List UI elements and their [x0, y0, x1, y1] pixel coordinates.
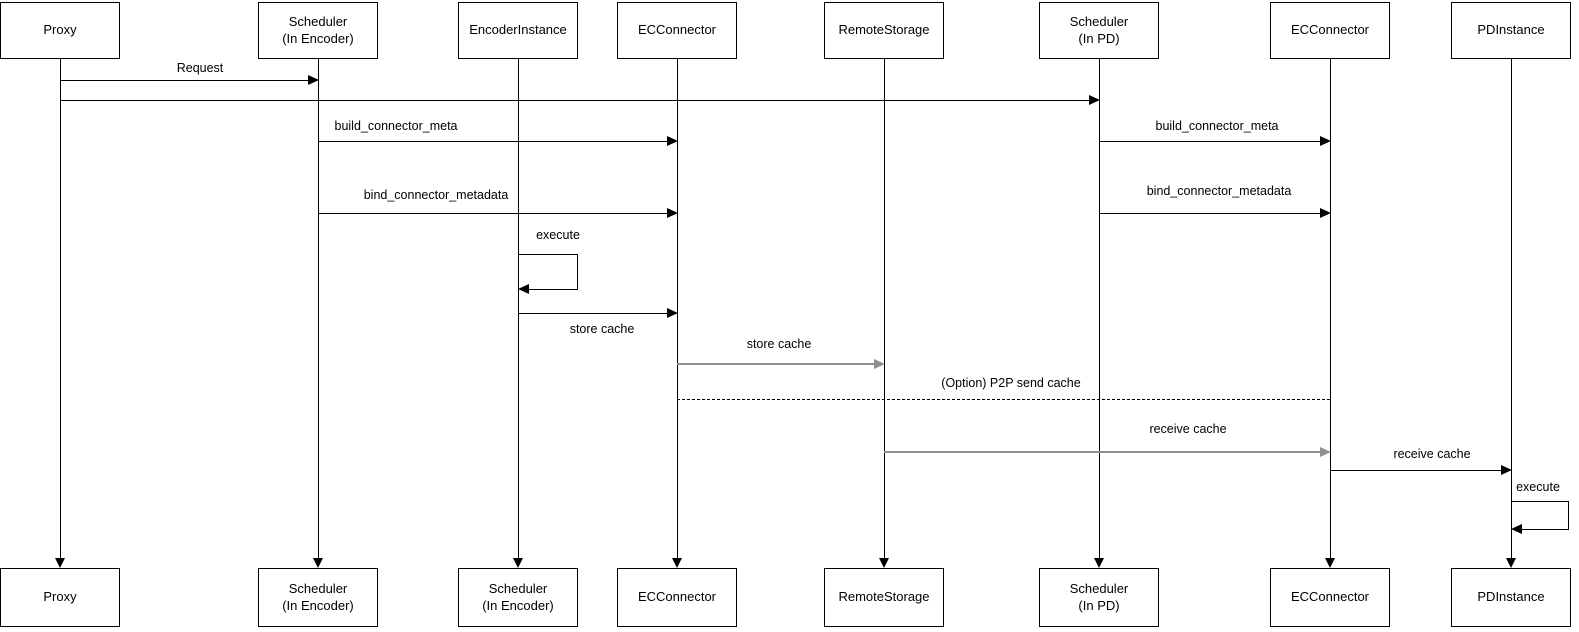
participant-bottom-ec-connector: ECConnector — [617, 568, 737, 627]
participant-top-proxy: Proxy — [0, 2, 120, 59]
participant-top-remote-storage: RemoteStorage — [824, 2, 944, 59]
message-label-request: Request — [176, 61, 224, 75]
message-line-receive-cache-2 — [1330, 470, 1501, 471]
message-line-request — [60, 80, 308, 81]
message-label-execute-pd: execute — [1516, 480, 1560, 494]
participant-bottom-scheduler-encoder: Scheduler (In Encoder) — [258, 568, 378, 627]
lifeline-arrowhead-down-icon — [1506, 558, 1516, 568]
arrowhead-right-icon — [667, 136, 678, 146]
message-label-execute-encoder: execute — [536, 228, 580, 242]
message-line-bind-connector-metadata-right — [1099, 213, 1320, 214]
selfloop-top-line — [518, 254, 577, 255]
participant-top-scheduler-pd: Scheduler (In PD) — [1039, 2, 1159, 59]
participant-top-scheduler-encoder: Scheduler (In Encoder) — [258, 2, 378, 59]
arrowhead-right-icon — [308, 75, 319, 85]
selfloop-top-line — [1511, 501, 1568, 502]
lifeline-arrowhead-down-icon — [672, 558, 682, 568]
participant-bottom-pd-instance: PDInstance — [1451, 568, 1571, 627]
participant-top-ec-connector: ECConnector — [617, 2, 737, 59]
message-line-build-connector-meta-left — [318, 141, 667, 142]
arrowhead-right-icon — [1320, 447, 1331, 457]
selfloop-right-line — [1568, 501, 1569, 530]
lifeline-arrowhead-down-icon — [313, 558, 323, 568]
arrowhead-left-icon — [518, 284, 529, 294]
lifeline-scheduler-encoder — [318, 59, 319, 558]
arrowhead-right-icon — [874, 359, 885, 369]
lifeline-arrowhead-down-icon — [1325, 558, 1335, 568]
message-line-receive-cache-1 — [884, 451, 1320, 453]
arrowhead-right-icon — [1320, 208, 1331, 218]
message-label-bind-connector-metadata-right: bind_connector_metadata — [1146, 184, 1292, 198]
lifeline-arrowhead-down-icon — [879, 558, 889, 568]
selfloop-right-line — [577, 254, 578, 290]
lifeline-remote-storage — [884, 59, 885, 558]
lifeline-encoder-instance — [518, 59, 519, 558]
message-label-build-connector-meta-right: build_connector_meta — [1155, 119, 1279, 133]
lifeline-proxy — [60, 59, 61, 558]
message-line-store-cache-2 — [677, 363, 874, 365]
arrowhead-right-icon — [667, 308, 678, 318]
selfloop-bottom-line — [529, 289, 578, 290]
message-label-bind-connector-metadata-left: bind_connector_metadata — [363, 188, 509, 202]
lifeline-ec-connector-2 — [1330, 59, 1331, 558]
message-label-receive-cache-1: receive cache — [1149, 422, 1227, 436]
message-line-build-connector-meta-right — [1099, 141, 1320, 142]
participant-bottom-ec-connector-2: ECConnector — [1270, 568, 1390, 627]
message-line-proxy-to-scheduler-pd — [60, 100, 1089, 101]
participant-top-encoder-instance: EncoderInstance — [458, 2, 578, 59]
message-label-receive-cache-2: receive cache — [1393, 447, 1471, 461]
message-label-p2p-send-cache: (Option) P2P send cache — [941, 376, 1081, 390]
lifeline-arrowhead-down-icon — [513, 558, 523, 568]
participant-bottom-proxy: Proxy — [0, 568, 120, 627]
arrowhead-left-icon — [1511, 524, 1522, 534]
arrowhead-right-icon — [667, 208, 678, 218]
participant-bottom-remote-storage: RemoteStorage — [824, 568, 944, 627]
lifeline-scheduler-pd — [1099, 59, 1100, 558]
participant-bottom-encoder-instance: Scheduler (In Encoder) — [458, 568, 578, 627]
arrowhead-right-icon — [1089, 95, 1100, 105]
selfloop-bottom-line — [1522, 529, 1569, 530]
message-label-store-cache-1: store cache — [569, 322, 635, 336]
message-label-store-cache-2: store cache — [746, 337, 812, 351]
lifeline-pd-instance — [1511, 59, 1512, 558]
participant-top-ec-connector-2: ECConnector — [1270, 2, 1390, 59]
message-label-build-connector-meta-left: build_connector_meta — [334, 119, 458, 133]
participant-bottom-scheduler-pd: Scheduler (In PD) — [1039, 568, 1159, 627]
message-line-store-cache-1 — [518, 313, 667, 314]
arrowhead-right-icon — [1320, 136, 1331, 146]
lifeline-arrowhead-down-icon — [55, 558, 65, 568]
message-line-p2p-send-cache — [677, 399, 1330, 400]
arrowhead-right-icon — [1501, 465, 1512, 475]
message-line-bind-connector-metadata-left — [318, 213, 667, 214]
participant-top-pd-instance: PDInstance — [1451, 2, 1571, 59]
lifeline-arrowhead-down-icon — [1094, 558, 1104, 568]
